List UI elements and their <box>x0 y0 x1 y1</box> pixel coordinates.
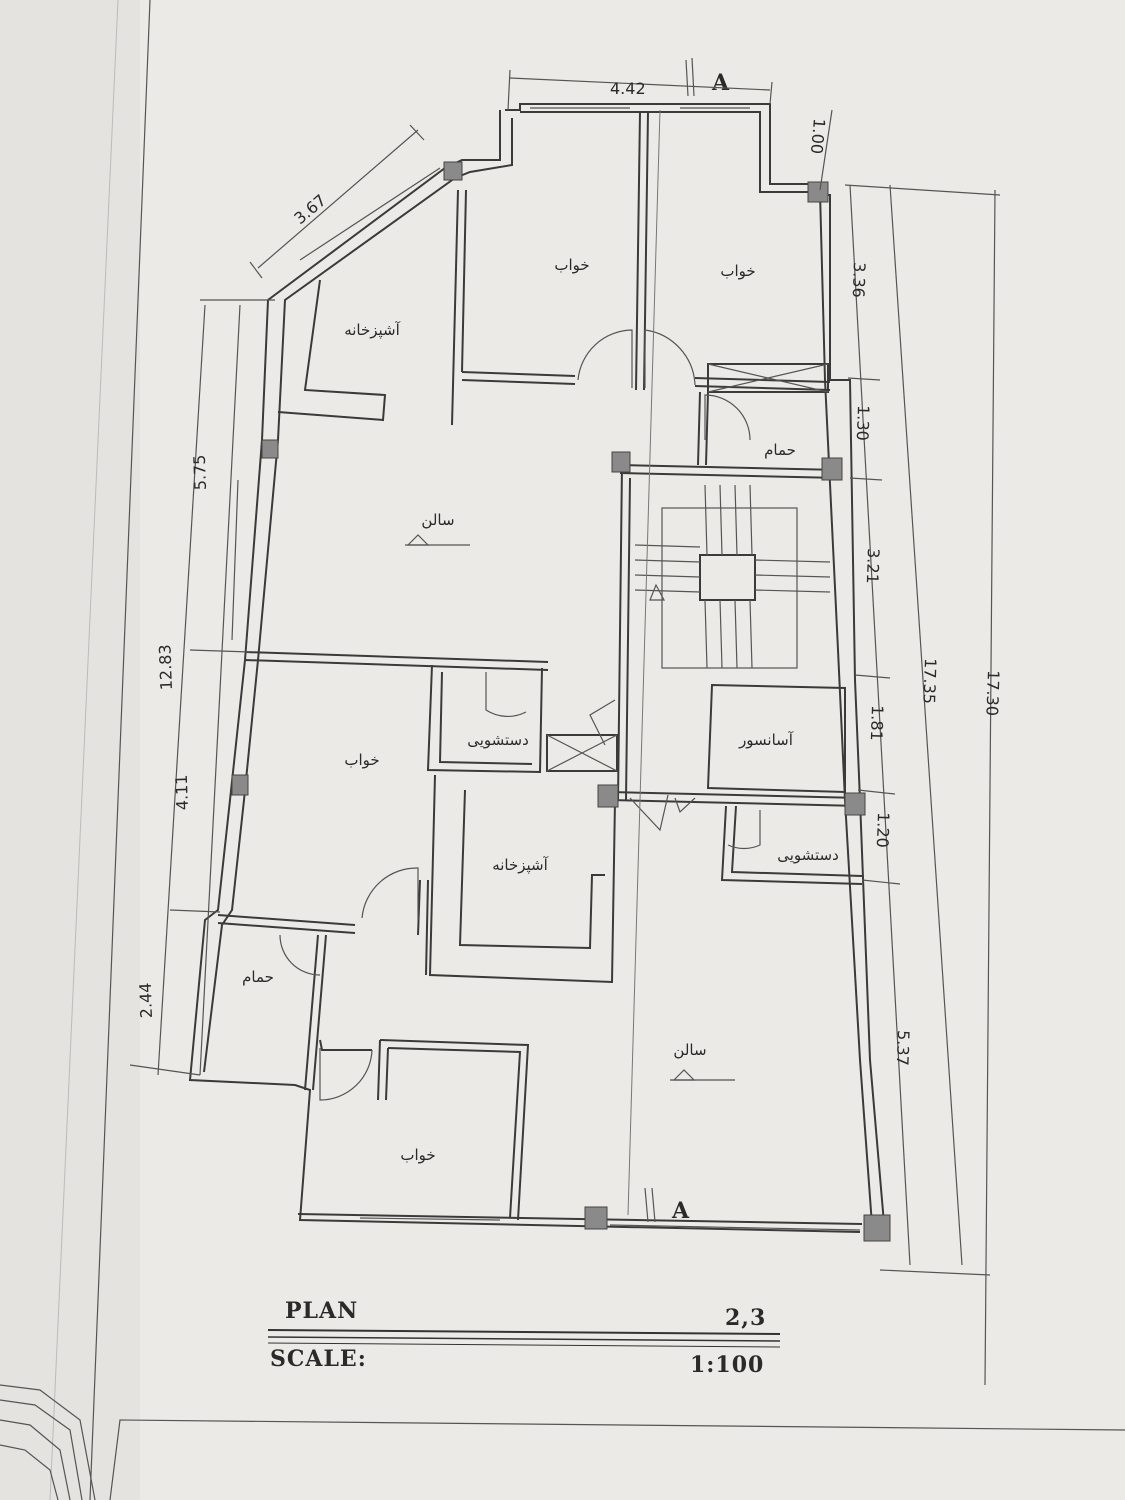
label-kitchen-2: آشپزخانه <box>492 856 548 875</box>
dim-left-total: 12.83 <box>155 644 176 690</box>
binding-line <box>89 0 151 1500</box>
binding-line-2 <box>49 0 119 1500</box>
dim-left-lower: 2.44 <box>136 982 156 1018</box>
section-line <box>627 109 661 1216</box>
room-labels: خواب خواب آشپزخانه حمام سالن آسانسور دست… <box>242 256 839 1164</box>
columns <box>231 161 891 1242</box>
dim-r3: 3.21 <box>863 548 883 584</box>
title-block: PLAN 2,3 SCALE: 1:100 <box>267 1298 781 1378</box>
label-bedroom-3: خواب <box>344 751 379 769</box>
level-marker-2 <box>670 1069 735 1081</box>
label-hall-2: سالن <box>673 1041 706 1059</box>
label-wc-2: دستشویی <box>777 846 839 864</box>
label-kitchen-1: آشپزخانه <box>344 321 400 340</box>
scale-label: SCALE: <box>270 1346 367 1372</box>
plan-number: 2,3 <box>725 1305 766 1331</box>
dim-total-a: 17.35 <box>919 658 940 704</box>
dimension-labels: 4.42 3.67 1.00 5.75 12.83 4.11 2.44 3.36… <box>136 79 1003 1066</box>
level-marker-1 <box>405 534 470 546</box>
dim-left-upper: 5.75 <box>190 454 210 490</box>
dim-r5: 1.20 <box>873 812 893 848</box>
dim-r1: 3.36 <box>849 262 869 298</box>
staircase <box>634 484 831 669</box>
label-bedroom-1: خواب <box>554 256 589 274</box>
label-elevator: آسانسور <box>738 731 794 749</box>
label-bedroom-2: خواب <box>720 262 755 280</box>
dim-top-width: 4.42 <box>610 79 646 98</box>
section-label-top: A <box>711 70 730 96</box>
windows <box>231 107 861 1231</box>
section-label-bottom: A <box>671 1198 690 1224</box>
dim-r4: 1.81 <box>867 705 887 741</box>
label-wc-1: دستشویی <box>467 731 529 749</box>
interior-walls <box>217 111 863 1221</box>
sheet-border <box>0 1384 1125 1500</box>
label-bedroom-4: خواب <box>400 1146 435 1164</box>
dimension-lines <box>129 69 1001 1386</box>
dim-right-top: 1.00 <box>807 118 829 155</box>
dim-total-b: 17.30 <box>982 670 1003 716</box>
section-marker-bottom <box>644 1187 656 1223</box>
label-bath-2: حمام <box>242 968 274 986</box>
label-bath-1: حمام <box>764 441 796 459</box>
dim-r6: 5.37 <box>893 1030 913 1066</box>
label-hall-1: سالن <box>421 511 454 529</box>
dim-left-mid: 4.11 <box>172 774 192 810</box>
scale-value: 1:100 <box>690 1352 764 1378</box>
doors <box>279 329 761 1101</box>
section-marker-top <box>685 57 695 97</box>
plan-label: PLAN <box>285 1298 358 1324</box>
dim-r2: 1.30 <box>853 405 873 441</box>
